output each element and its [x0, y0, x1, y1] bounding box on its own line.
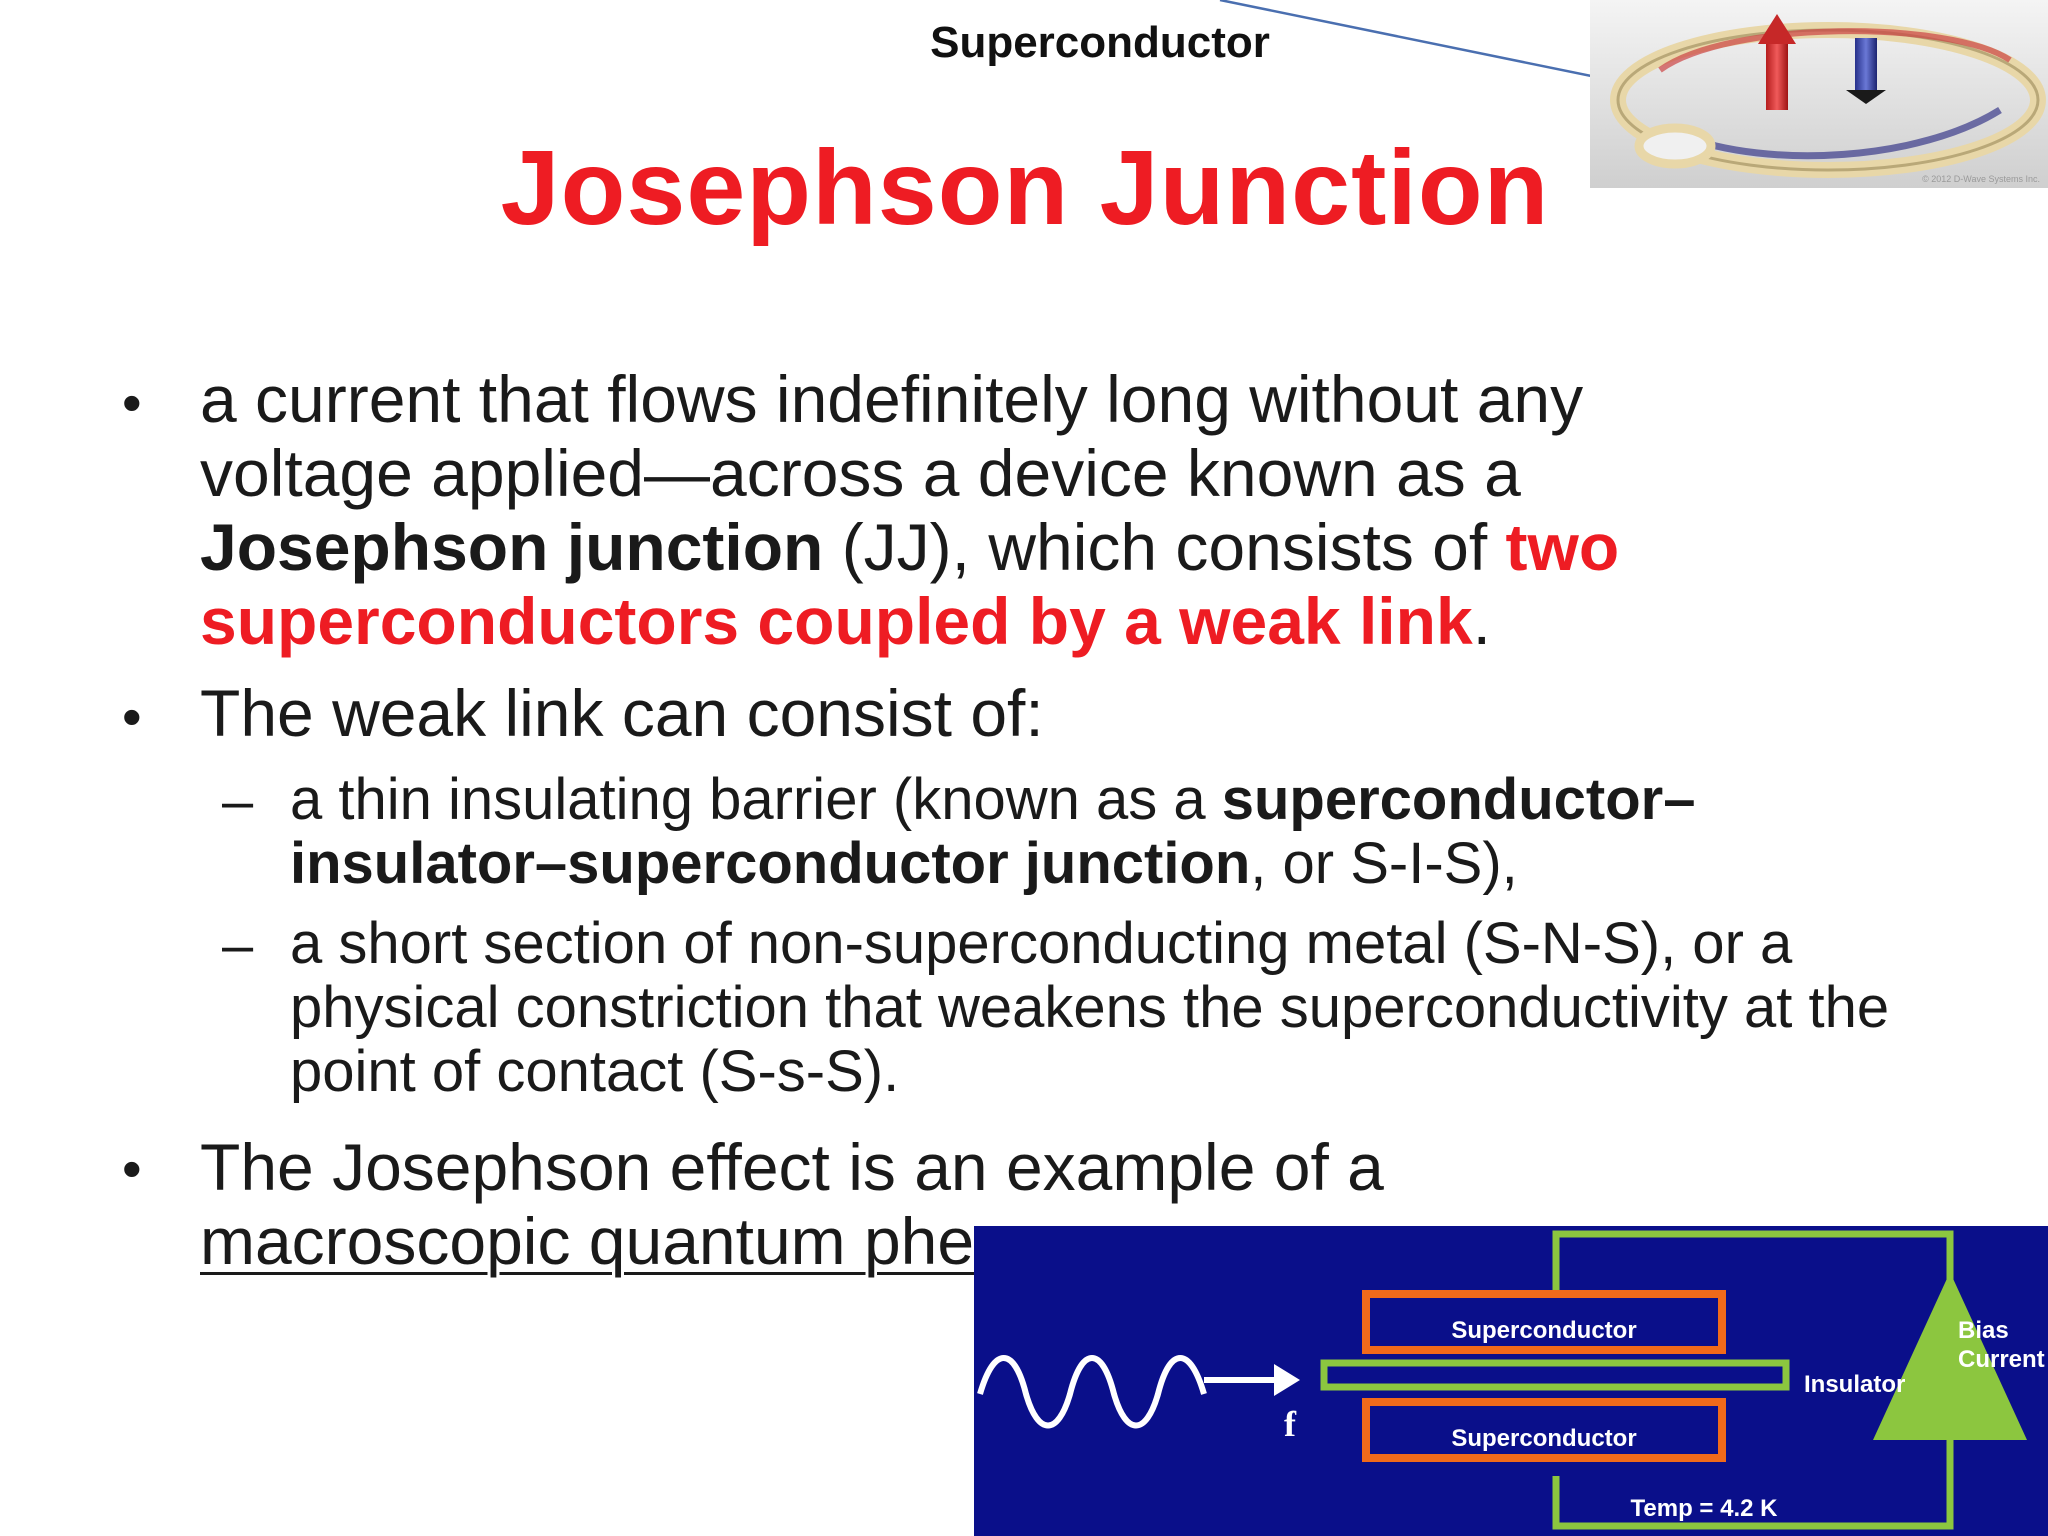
insulator-layer: [1320, 1359, 1790, 1391]
bias-label-line2: Current: [1958, 1346, 2045, 1373]
bullet-1-part2: (JJ), which consists of: [823, 510, 1506, 584]
sub-bullet-1-part1: a thin insulating barrier (known as a: [290, 767, 1222, 832]
bullet-marker: •: [122, 1137, 142, 1200]
bullet-1-highlight: two superconductors coupled by a weak li…: [200, 510, 1620, 658]
bullet-marker: •: [122, 371, 142, 434]
temperature-label: Temp = 4.2 K: [1631, 1495, 1779, 1522]
bias-label-line1: Bias: [1958, 1317, 2009, 1344]
insulator-label: Insulator: [1804, 1371, 1905, 1398]
bullet-2-text: The weak link can consist of:: [200, 676, 1044, 750]
wave-arrow-head: [1274, 1364, 1300, 1396]
josephson-junction-diagram: Superconductor Superconductor Insulator …: [974, 1226, 2048, 1536]
diagram-background: [974, 1226, 2048, 1536]
bottom-superconductor-label: Superconductor: [1451, 1425, 1636, 1452]
bullet-1-text: a current that flows indefinitely long w…: [200, 362, 1760, 658]
bottom-superconductor-layer: [1362, 1398, 1726, 1462]
frequency-label: f: [1284, 1404, 1297, 1444]
bullet-3-part1: The Josephson effect is an example of a: [200, 1130, 1384, 1204]
top-superconductor-layer: [1362, 1290, 1726, 1354]
top-superconductor-label: Superconductor: [1451, 1317, 1636, 1344]
sub-bullet-2-text: a short section of non-superconducting m…: [290, 911, 1890, 1104]
bullet-1-bold-term: Josephson junction: [200, 510, 824, 584]
watermark-text: © 2012 D-Wave Systems Inc.: [1922, 174, 2040, 184]
bullet-marker: •: [122, 685, 142, 748]
slide-title: Josephson Junction: [500, 129, 1550, 247]
dash-marker: –: [222, 769, 254, 832]
bullet-1-part1: a current that flows indefinitely long w…: [200, 362, 1584, 510]
microwave-wave: [977, 1355, 1207, 1429]
bullet-3-text: The Josephson effect is an example of a …: [200, 1130, 1760, 1278]
sub-bullet-1-bold-term: superconductor–insulator–superconductor …: [290, 767, 1696, 896]
dash-marker: –: [222, 913, 254, 976]
sub-bullet-1-part2: , or S-I-S),: [1250, 831, 1518, 896]
flux-qubit-loop-image: © 2012 D-Wave Systems Inc.: [1590, 0, 2048, 188]
superconductor-label: Superconductor: [930, 18, 1270, 67]
bullet-1-end: .: [1472, 584, 1492, 658]
sub-bullet-1-text: a thin insulating barrier (known as a su…: [290, 768, 1850, 896]
